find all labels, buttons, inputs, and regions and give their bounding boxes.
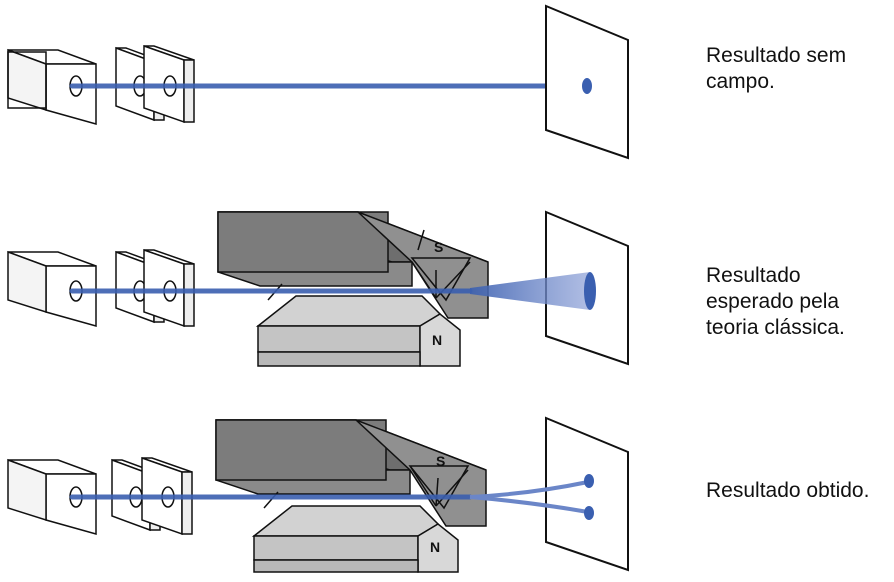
caption-observed: Resultado obtido. bbox=[706, 479, 870, 502]
spread-beam-cone bbox=[470, 272, 590, 310]
caption-classical: Resultado esperado pela teoria clássica. bbox=[706, 264, 845, 339]
oven-box bbox=[7, 458, 97, 535]
caption-no-field: Resultado sem campo. bbox=[706, 44, 847, 93]
oven-box bbox=[7, 250, 97, 327]
south-label: S bbox=[436, 453, 445, 469]
beam-spot-lower bbox=[584, 506, 594, 520]
beam-spot bbox=[582, 78, 592, 94]
detector-screen bbox=[545, 416, 629, 572]
magnet-north bbox=[251, 505, 459, 573]
beam-spot bbox=[584, 272, 596, 310]
magnet-south bbox=[215, 419, 487, 527]
split-beam-lower bbox=[469, 495, 589, 514]
south-label: S bbox=[434, 239, 443, 255]
row-classical: S N bbox=[7, 210, 629, 367]
oven-box bbox=[7, 48, 97, 125]
row-no-field bbox=[7, 4, 629, 160]
north-label: N bbox=[430, 539, 440, 555]
beam-spot-upper bbox=[584, 474, 594, 488]
north-label: N bbox=[432, 332, 442, 348]
row-observed: S N bbox=[7, 416, 629, 573]
magnet-north bbox=[255, 295, 461, 367]
collimator-slits bbox=[115, 248, 195, 328]
